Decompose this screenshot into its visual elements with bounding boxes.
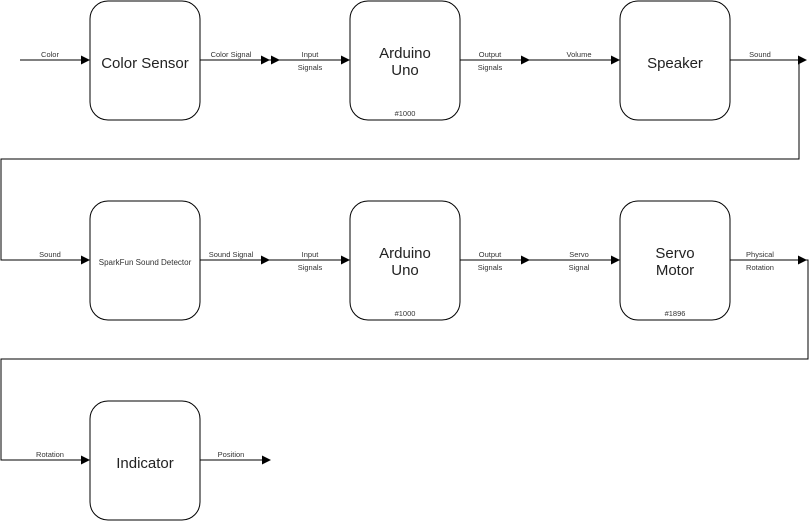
edge-label-output-signals-2-a: Output: [479, 250, 502, 259]
block-servo-title-a: Servo: [655, 245, 694, 262]
block-speaker[interactable]: Speaker: [619, 0, 731, 121]
edge-label-servo-signal-a: Servo: [569, 250, 589, 259]
edge-rotation-wrap: Physical Rotation Rotation: [0, 250, 809, 465]
block-arduino-1-title-b: Uno: [391, 62, 419, 79]
block-color-sensor[interactable]: Color Sensor: [89, 0, 201, 121]
block-indicator[interactable]: Indicator: [89, 400, 201, 521]
block-servo-id: #1896: [665, 309, 686, 318]
block-arduino-uno-1[interactable]: Arduino Uno #1000: [349, 0, 461, 121]
block-arduino-2-title-b: Uno: [391, 262, 419, 279]
edge-color-in: Color: [20, 50, 90, 65]
edge-label-servo-signal-b: Signal: [569, 263, 590, 272]
edge-color-signal: Color Signal Input Signals: [200, 50, 350, 72]
block-arduino-2-id: #1000: [395, 309, 416, 318]
edge-label-output-signals-1-b: Signals: [478, 63, 503, 72]
edge-label-output-signals-1-a: Output: [479, 50, 502, 59]
edge-position: Position: [200, 450, 271, 465]
block-sound-detector[interactable]: SparkFun Sound Detector: [89, 200, 201, 321]
edge-output-servo: Output Signals Servo Signal: [460, 250, 620, 272]
edge-label-output-signals-2-b: Signals: [478, 263, 503, 272]
block-arduino-2-title-a: Arduino: [379, 245, 431, 262]
edge-label-color: Color: [41, 50, 59, 59]
edge-output-volume-1: Output Signals Volume: [460, 50, 620, 72]
edge-label-input-signals-2-a: Input: [302, 250, 320, 259]
edge-sound-wrap: Sound Sound: [0, 50, 807, 265]
edge-label-sound-in: Sound: [39, 250, 61, 259]
edge-label-input-signals-2-b: Signals: [298, 263, 323, 272]
block-servo-motor[interactable]: Servo Motor #1896: [619, 200, 731, 321]
block-indicator-title: Indicator: [116, 455, 174, 472]
block-arduino-1-id: #1000: [395, 109, 416, 118]
block-arduino-uno-2[interactable]: Arduino Uno #1000: [349, 200, 461, 321]
edge-label-physical-rotation-b: Rotation: [746, 263, 774, 272]
edge-label-input-signals-1-b: Signals: [298, 63, 323, 72]
edge-label-input-signals-1-a: Input: [302, 50, 320, 59]
edge-sound-signal: Sound Signal Input Signals: [200, 250, 350, 272]
block-servo-title-b: Motor: [656, 262, 694, 279]
edge-label-sound-signal: Sound Signal: [209, 250, 254, 259]
block-speaker-title: Speaker: [647, 55, 703, 72]
edge-label-rotation: Rotation: [36, 450, 64, 459]
edge-label-volume: Volume: [566, 50, 591, 59]
edge-label-physical-rotation-a: Physical: [746, 250, 774, 259]
block-sound-detector-title: SparkFun Sound Detector: [99, 258, 192, 267]
edge-label-color-signal: Color Signal: [211, 50, 252, 59]
edge-label-sound-out: Sound: [749, 50, 771, 59]
block-color-sensor-title: Color Sensor: [101, 55, 189, 72]
block-arduino-1-title-a: Arduino: [379, 45, 431, 62]
edge-label-position: Position: [218, 450, 245, 459]
